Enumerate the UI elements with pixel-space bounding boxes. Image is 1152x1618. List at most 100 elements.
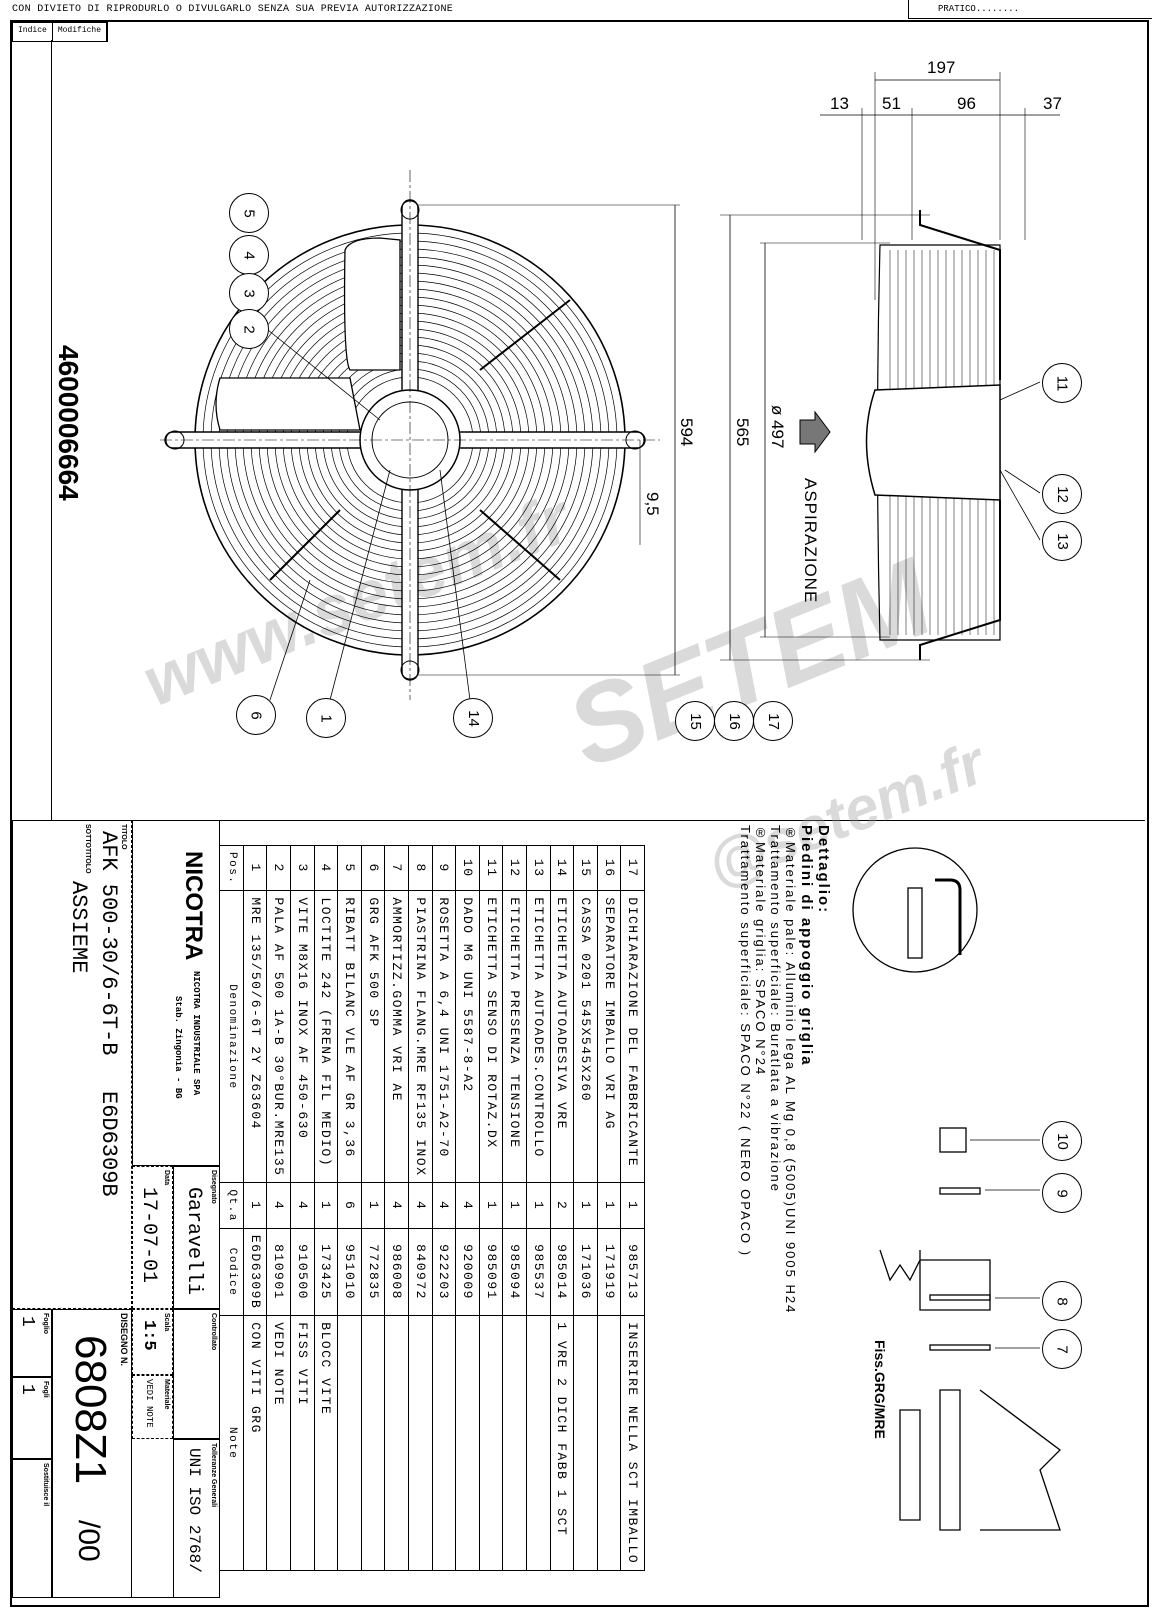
bom-pos-cell: 4 — [314, 845, 338, 891]
side-view-motor — [865, 384, 1001, 501]
drawing-code: 4600006664 — [53, 345, 84, 501]
sheet-value: 1 — [17, 1316, 37, 1327]
material-cell: Materiale VEDI NOTE — [132, 1375, 173, 1439]
title-code: E6D6309B — [96, 1091, 121, 1197]
date-cell: Data 17-07-01 — [132, 1166, 173, 1309]
balloon-15: 15 — [675, 701, 715, 741]
bom-qty-cell: 1 — [526, 1182, 551, 1229]
bom-note-cell — [573, 1315, 598, 1571]
pratico-label: PRATICO........ — [938, 4, 1020, 14]
bom-note-cell — [455, 1315, 480, 1571]
note-line: Trattamento superficiale: Buratlata a vi… — [768, 825, 783, 1193]
drawn-by: Garavelli — [182, 1187, 205, 1296]
side-foot-top — [919, 210, 1001, 380]
dim-37: 37 — [1043, 94, 1062, 113]
balloon-8: 8 — [1042, 1281, 1082, 1321]
bom-name-cell: ETICHETTA SENSO DI ROTAZ.DX — [479, 890, 503, 1183]
grille-spoke — [269, 509, 341, 581]
revision-number: /00 — [72, 1520, 105, 1562]
bom-code-cell: 171919 — [597, 1228, 621, 1316]
grille-spoke — [479, 299, 571, 371]
bom-note-cell — [502, 1315, 527, 1571]
bom-note-cell: VEDI NOTE — [267, 1315, 291, 1571]
bom-qty-cell: 1 — [314, 1182, 338, 1229]
bom-pos-cell: 15 — [573, 845, 598, 891]
bom-header-note: Note — [219, 1315, 244, 1571]
bom-pos-cell: 10 — [455, 845, 480, 891]
detail-title: Dettaglio: — [815, 825, 832, 915]
bom-pos-cell: 9 — [432, 845, 456, 891]
subtitle-value: ASSIEME — [66, 881, 91, 974]
dim-565: 565 — [733, 418, 752, 447]
bom-header-name: Denominazione — [219, 890, 244, 1183]
date-value: 17-07-01 — [137, 1187, 160, 1284]
balloon-11: 11 — [1042, 363, 1082, 403]
bom-note-cell — [384, 1315, 409, 1571]
bom-name-cell: CASSA 0201 545X545X260 — [573, 890, 598, 1183]
bom-name-cell: ROSETTA A 6,4 UNI 1751-A2-70 — [432, 890, 456, 1183]
detail-subtitle: Piedini di appoggio griglia — [798, 825, 815, 1067]
company-logo: NICOTRA — [180, 851, 207, 961]
bom-qty-cell: 4 — [432, 1182, 456, 1229]
bom-code-cell: 951010 — [337, 1228, 362, 1316]
balloon-12: 12 — [1042, 474, 1082, 514]
material-value: VEDI NOTE — [144, 1379, 154, 1428]
replaces-label: Sostituisce il — [42, 1463, 49, 1507]
tolerance-value: UNI ISO 2768/ — [185, 1448, 203, 1573]
balloon-6: 6 — [236, 695, 276, 735]
bom-code-cell: 920009 — [455, 1228, 480, 1316]
balloon-3: 3 — [229, 273, 269, 313]
bom-qty-cell: 1 — [597, 1182, 621, 1229]
balloon-10: 10 — [1042, 1121, 1082, 1161]
revision-table: Indice Modifiche — [12, 22, 109, 42]
bom-name-cell: MRE 135/50/6-6T 2Y Z63604 — [243, 890, 267, 1183]
bom-code-cell: 173425 — [314, 1228, 338, 1316]
bom-qty-cell: 2 — [550, 1182, 574, 1229]
company-cell: NICOTRA NICOTRA INDUSTRIALE SPA Stab. Zi… — [132, 820, 220, 1166]
drawing-number: 6808Z1 — [66, 1335, 115, 1485]
bom-qty-cell: 4 — [408, 1182, 433, 1229]
revision-changes-header: Modifiche — [53, 23, 108, 41]
checked-cell: Controllato — [173, 1309, 220, 1439]
balloon-4: 4 — [229, 235, 269, 275]
fan-drawing — [160, 72, 1060, 701]
tolerance-label: Tolleranze Generali — [210, 1443, 217, 1508]
bom-name-cell: PIASTRINA FLANG.MRE RF135 INOX — [408, 890, 433, 1183]
bom-name-cell: ETICHETTA AUTOADES.CONTROLLO — [526, 890, 551, 1183]
bom-header-code: Codice — [219, 1228, 244, 1316]
balloon-16: 16 — [714, 701, 754, 741]
bom-pos-cell: 17 — [620, 845, 645, 891]
bom-code-cell: 810901 — [267, 1228, 291, 1316]
grille-spoke — [479, 509, 561, 581]
bom-note-cell: CON VITI GRG — [243, 1315, 267, 1571]
balloon-5: 5 — [229, 193, 269, 233]
checked-label: Controllato — [210, 1313, 217, 1351]
title-block: NICOTRA NICOTRA INDUSTRIALE SPA Stab. Zi… — [12, 820, 220, 1598]
balloon-1: 1 — [306, 698, 346, 738]
drawn-by-cell: Disegnato Garavelli — [173, 1166, 220, 1309]
bom-qty-cell: 1 — [243, 1182, 267, 1229]
bom-note-cell: BLOCC VITE — [314, 1315, 338, 1571]
bom-header-qty: Qt.a — [219, 1182, 244, 1229]
bom-qty-cell: 1 — [479, 1182, 503, 1229]
bom-pos-cell: 1 — [243, 845, 267, 891]
balloon-14: 14 — [453, 698, 493, 738]
bom-name-cell: DADO M6 UNI 5587-8-A2 — [455, 890, 480, 1183]
company-name: NICOTRA INDUSTRIALE SPA — [191, 971, 201, 1096]
sheet-label: Foglio — [42, 1313, 49, 1334]
plate-icon — [929, 1294, 991, 1301]
bom-qty-cell: 1 — [361, 1182, 385, 1229]
bom-code-cell: 986008 — [384, 1228, 409, 1316]
bom-name-cell: AMMORTIZZ.GOMMA VRI AE — [384, 890, 409, 1183]
bom-name-cell: GRG AFK 500 SP — [361, 890, 385, 1183]
bom-pos-cell: 11 — [479, 845, 503, 891]
